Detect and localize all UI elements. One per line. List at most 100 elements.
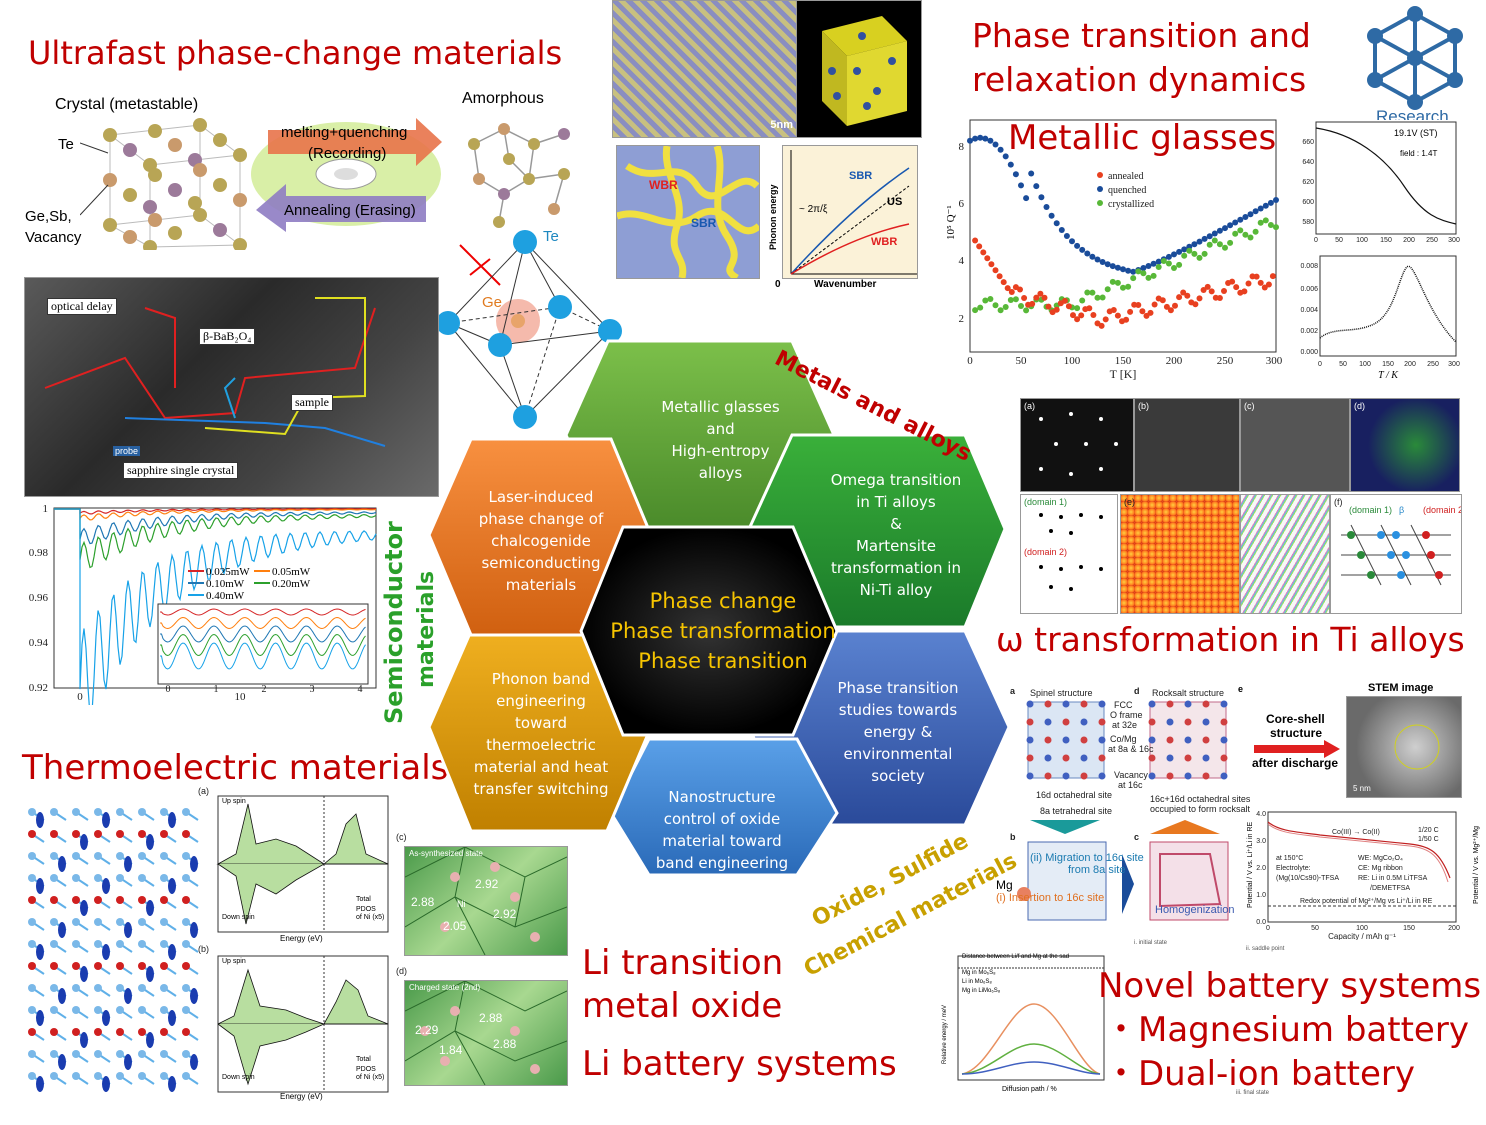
svg-text:Redox potential of Mg²⁺/Mg vs: Redox potential of Mg²⁺/Mg vs Li⁺/Li in … — [1300, 898, 1433, 905]
crystal-atom — [28, 940, 36, 948]
mg-ylabel: 10⁵ Q⁻¹ — [945, 205, 957, 240]
svg-text:0.000: 0.000 — [1300, 349, 1318, 356]
rocksalt-atom — [1220, 700, 1228, 708]
crystal-atom — [72, 830, 80, 838]
crystal-atom — [50, 874, 58, 882]
annealed-point — [1208, 288, 1215, 295]
spinel-atom — [1062, 718, 1070, 726]
right-arrow-icon — [1254, 740, 1340, 758]
thermoelectric-crystal-structure — [28, 808, 199, 1092]
quenched-point — [1099, 259, 1106, 265]
crystal-atom — [94, 874, 102, 882]
quenched-point — [1176, 248, 1183, 255]
chart-annotation: ~ 2π/ξ — [799, 204, 828, 215]
quenched-point — [967, 137, 973, 144]
quenched-point — [1191, 241, 1198, 248]
spinel-atom — [1026, 772, 1034, 780]
phonon-zero: 0 — [775, 279, 781, 290]
research-network-logo-icon — [1367, 6, 1463, 110]
spinel-atom — [1044, 736, 1052, 744]
annealed-point — [1123, 316, 1130, 323]
svg-text:620: 620 — [1302, 179, 1314, 186]
annealed-point — [980, 249, 987, 256]
rocksalt-atom — [1148, 700, 1156, 708]
crystallized-point — [1216, 241, 1223, 248]
svg-text:150: 150 — [1115, 355, 1132, 367]
title-phase-transition-2: relaxation dynamics — [972, 60, 1307, 99]
crystallized-point — [1012, 296, 1019, 303]
spinel-atom — [1080, 754, 1088, 762]
crystallized-point — [1232, 230, 1239, 237]
ref-legend: 0.20mW — [272, 578, 311, 590]
crystal-atom — [28, 984, 36, 992]
svg-text:600: 600 — [1302, 199, 1314, 206]
crystallized-point — [977, 304, 984, 311]
crystal-atom — [182, 1028, 190, 1036]
quenched-point — [1058, 227, 1065, 233]
crystal-atom — [28, 1028, 36, 1036]
spinel-rocksalt-panel: a Spinel structure d Rocksalt structure … — [996, 684, 1250, 934]
charged-state-structure: Charged state (2nd) 2.88 2.29 2.88 1.84 — [404, 980, 568, 1086]
title-li-battery-systems: Li battery systems — [582, 1044, 897, 1084]
crystal-atom — [94, 1072, 102, 1080]
tem-micrograph-wbr: 5nm — [612, 0, 798, 138]
spinel-atom — [1026, 700, 1034, 708]
discharge-curve-chart: 4.0 3.0 2.0 1.0 0.0 0 50 100 150 200 Cap… — [1256, 811, 1460, 940]
quenched-point — [1084, 250, 1091, 257]
crystallized-point — [1196, 254, 1203, 261]
spinel-atom — [1026, 718, 1034, 726]
svg-text:/DEMETFSA: /DEMETFSA — [1370, 885, 1410, 892]
diffraction-index-pattern: (domain 1) (domain 2) — [1020, 494, 1118, 614]
crystallized-point — [1023, 307, 1030, 314]
crystal-atom — [28, 1006, 36, 1014]
svg-text:Capacity / mAh g⁻¹: Capacity / mAh g⁻¹ — [1328, 932, 1396, 940]
quenched-point — [1216, 227, 1223, 234]
annealed-point — [1061, 297, 1068, 304]
annealed-point — [1167, 307, 1174, 314]
sample-label: sample — [291, 394, 333, 411]
svg-text:0: 0 — [1314, 237, 1318, 244]
spinel-atom — [1044, 700, 1052, 708]
crystal-atom — [50, 918, 58, 926]
rocksalt-atom — [1148, 736, 1156, 744]
spinel-atom — [1026, 736, 1034, 744]
svg-text:250: 250 — [1426, 237, 1438, 244]
svg-text:4.0: 4.0 — [1256, 811, 1266, 818]
quenched-point — [1222, 225, 1228, 232]
reflectivity-series — [54, 508, 377, 545]
phonon-xlabel: Wavenumber — [814, 279, 877, 290]
crystal-atom — [116, 984, 124, 992]
quenched-point — [1155, 258, 1162, 265]
crystallized-point — [1089, 289, 1096, 296]
crystal-polyhedron — [102, 944, 110, 960]
crystal-atom — [182, 808, 190, 816]
crystal-atom — [138, 1072, 146, 1080]
annealed-point — [1102, 316, 1109, 323]
svg-text:250: 250 — [1427, 361, 1439, 368]
crystal-atom — [72, 1006, 80, 1014]
crystallized-point — [1273, 224, 1279, 231]
quenched-point — [1053, 220, 1060, 227]
crystal-atom — [72, 874, 80, 882]
crystallized-point — [1018, 303, 1024, 309]
crystallized-point — [1114, 279, 1121, 286]
quenched-point — [1028, 170, 1035, 177]
title-magnesium-battery: ・Magnesium battery — [1104, 1010, 1469, 1050]
quenched-point — [1181, 246, 1188, 253]
quenched-point — [1094, 256, 1101, 263]
crystallized-point — [1257, 219, 1264, 226]
annealed-point — [1245, 280, 1252, 287]
crystal-atom — [50, 940, 58, 948]
annealed-point — [972, 237, 979, 244]
quenched-point — [1165, 253, 1172, 260]
discharge-y2label: Potential / V vs. Mg²⁺/Mg — [1473, 826, 1480, 904]
crystal-atom — [116, 962, 124, 970]
spinel-atom — [1080, 772, 1088, 780]
ref-legend: 0.025mW — [206, 566, 250, 578]
crystal-atom — [160, 852, 168, 860]
annealed-point — [1110, 307, 1117, 313]
crystal-atom — [138, 830, 146, 838]
crystal-polyhedron — [190, 856, 198, 872]
sbr-label: SBR — [691, 216, 717, 230]
